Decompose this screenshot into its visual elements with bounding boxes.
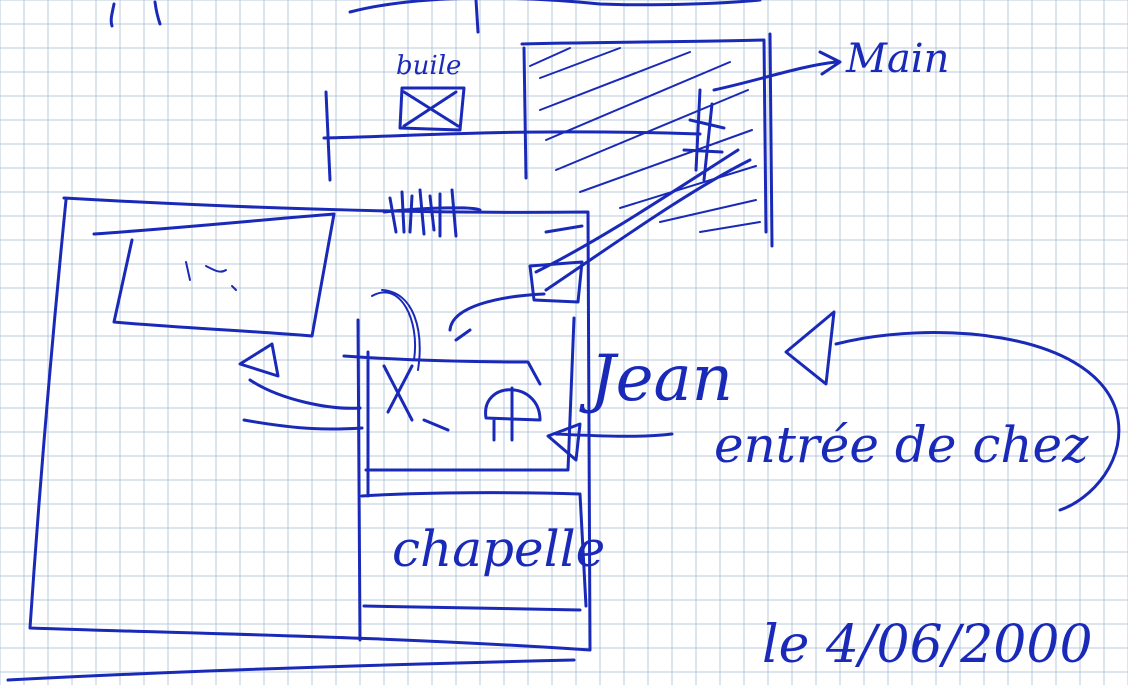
small-crossed-box <box>398 86 466 132</box>
outer-enclosure <box>6 196 592 682</box>
main-block-hatching <box>529 47 761 233</box>
sketch-labels: buile Main Jean entrée de chez chapelle … <box>392 36 1093 675</box>
top-vertical-stub <box>474 0 480 34</box>
label-buile: buile <box>396 51 461 81</box>
label-entrance: entrée de chez <box>714 416 1089 474</box>
link-to-main <box>528 148 752 304</box>
left-connector <box>238 342 364 431</box>
top-left-scribble <box>109 0 162 28</box>
main-inner-marks <box>682 88 726 182</box>
central-x-mark <box>382 364 450 432</box>
upper-passage <box>448 292 546 342</box>
small-box-horizontal <box>322 130 702 140</box>
label-jean: Jean <box>579 342 733 416</box>
ink-strokes <box>6 0 1121 682</box>
right-triangle <box>784 310 836 386</box>
left-rectangle-marks <box>185 261 237 291</box>
central-arc <box>371 289 421 371</box>
bell-symbol <box>484 386 542 442</box>
label-main: Main <box>845 36 949 82</box>
entrance-arrow <box>546 422 674 462</box>
main-block-outline <box>520 32 774 248</box>
loop-to-entrance <box>834 331 1121 512</box>
label-chapel: chapelle <box>392 520 605 578</box>
label-date: le 4/06/2000 <box>762 615 1093 675</box>
top-right-line <box>348 0 762 14</box>
small-box-left-bar <box>324 90 332 182</box>
main-arrow <box>712 50 842 92</box>
central-building <box>342 316 588 642</box>
left-rectangle <box>92 212 336 338</box>
